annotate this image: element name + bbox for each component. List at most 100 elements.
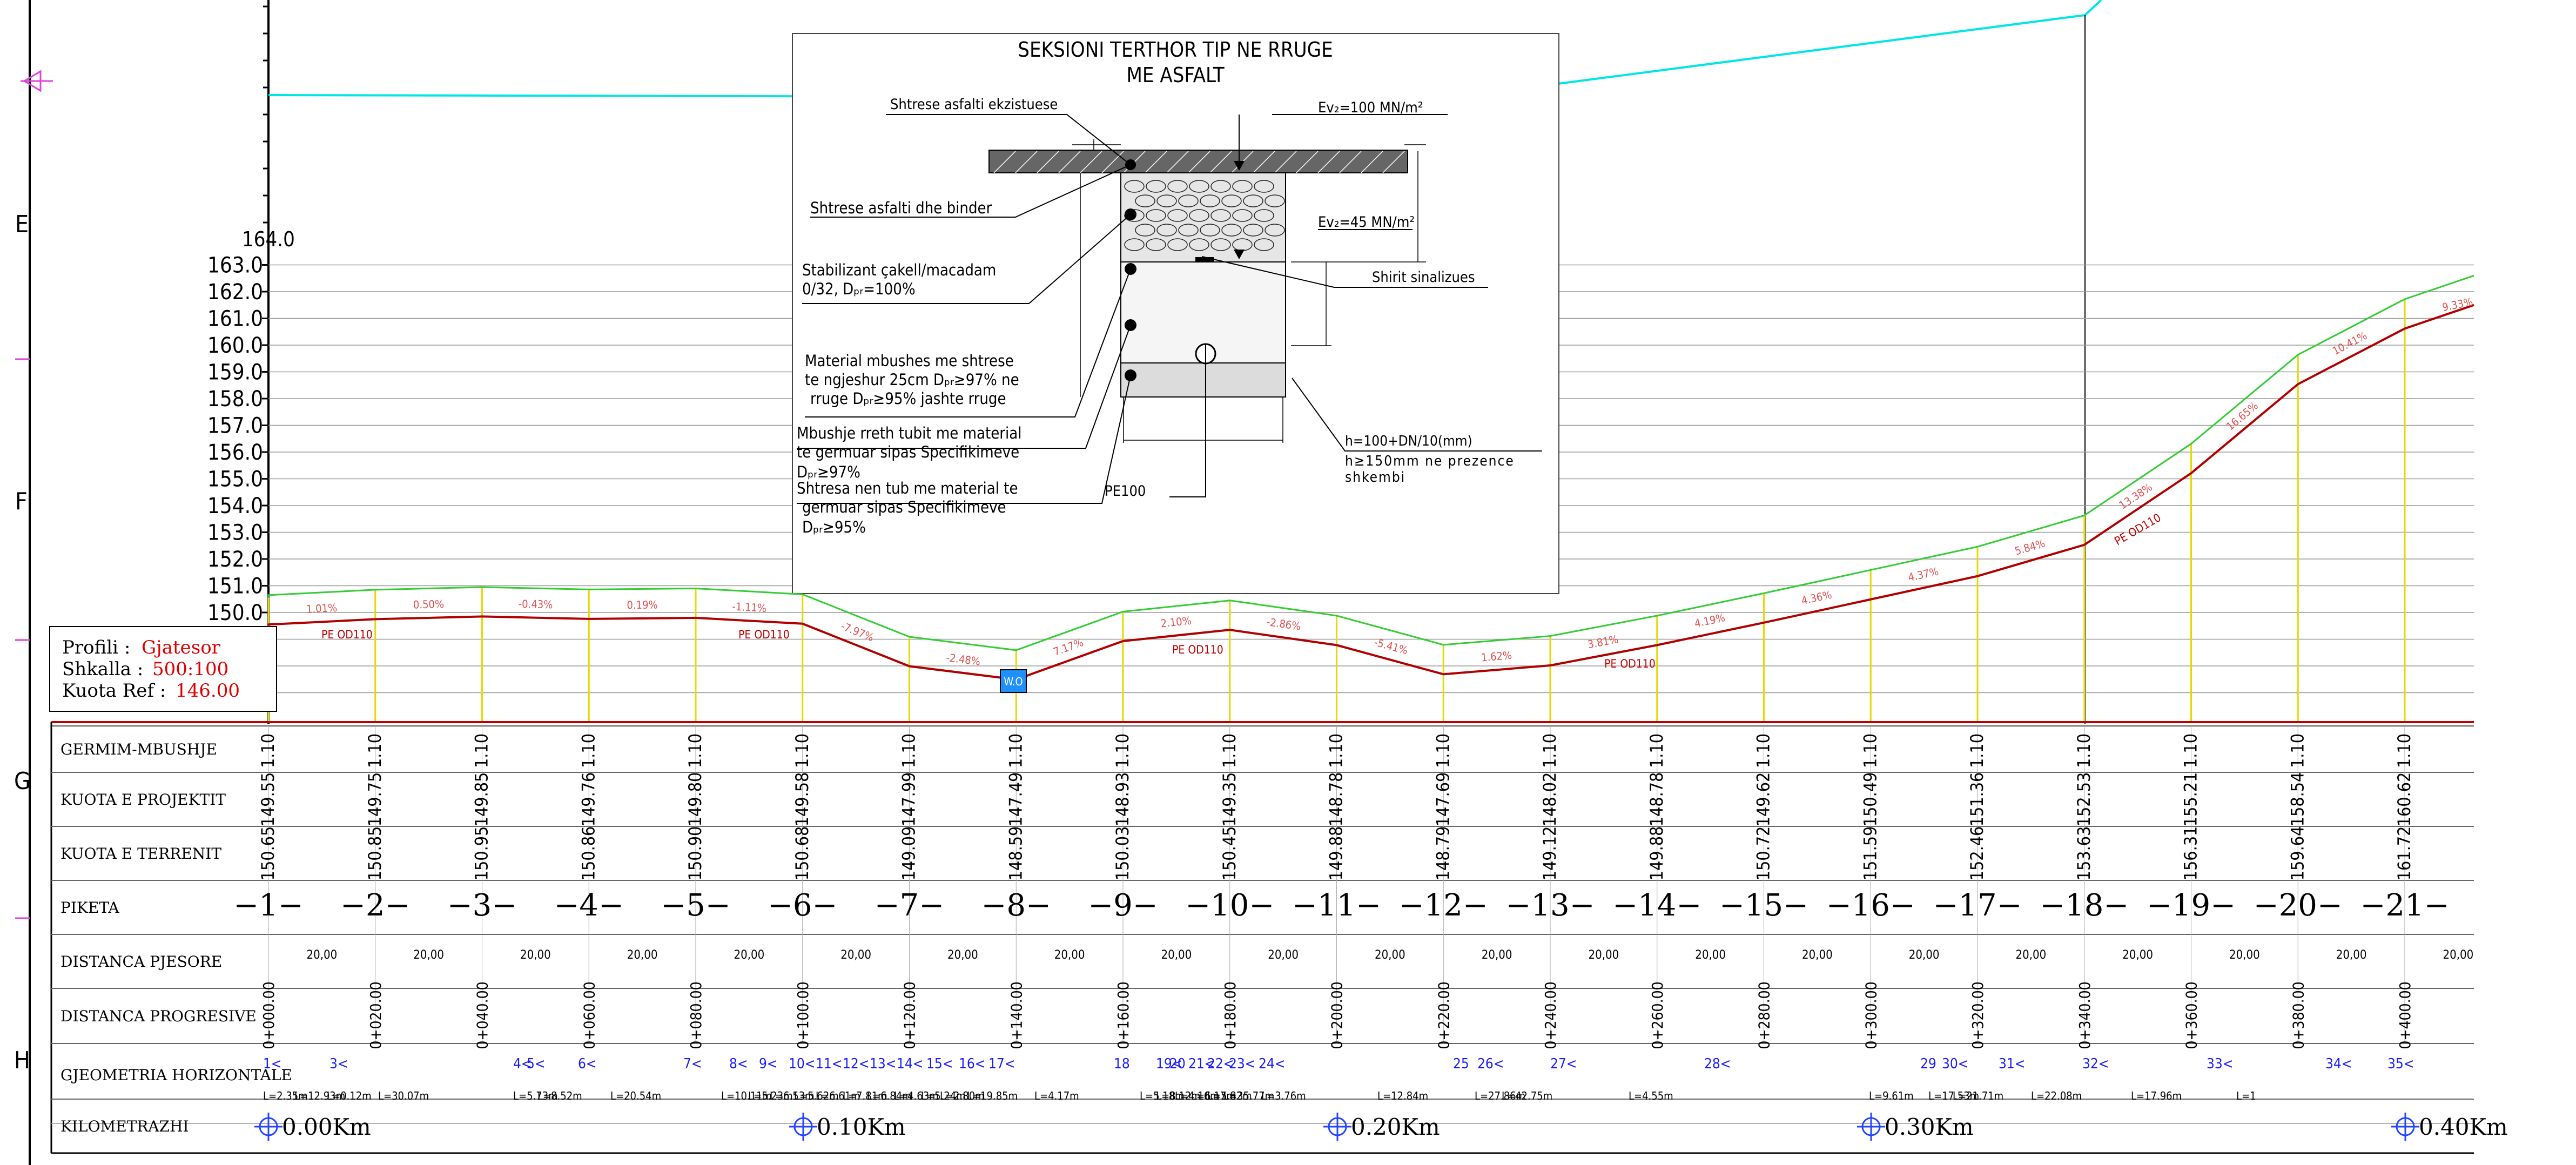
ref-label: Kuota Ref : xyxy=(62,680,166,702)
label-h-2: h≥150mm ne prezence xyxy=(1345,453,1515,469)
label-tape: Shirit sinalizues xyxy=(1372,269,1475,286)
piketa-value: −7− xyxy=(875,888,944,923)
geo-length: L=5.73m xyxy=(513,1089,558,1102)
label-asphalt-binder: Shtrese asfalti dhe binder xyxy=(810,199,992,217)
label-pipe-fill-1: Mbushje rreth tubit me material xyxy=(797,424,1021,442)
piketa-value: −20− xyxy=(2254,888,2343,923)
grade-label: 1.62% xyxy=(1481,649,1512,664)
pjesore-value: 20,00 xyxy=(1161,948,1192,962)
pjesore-value: 20,00 xyxy=(1268,948,1299,962)
germim-value: 1.10 xyxy=(1646,733,1667,768)
progresive-value: 0+360.00 xyxy=(2183,981,2201,1049)
pjesore-value: 20,00 xyxy=(1482,948,1512,962)
pjesore-value: 20,00 xyxy=(627,948,658,962)
geo-vertex: 5< xyxy=(527,1056,545,1072)
geo-vertex: 17< xyxy=(988,1056,1015,1072)
geo-length: L=12.84m xyxy=(1377,1089,1428,1102)
geo-length: L=6.17m xyxy=(1191,1089,1236,1102)
y-tick-label: 153.0 xyxy=(207,521,263,546)
terren-value: 150.95 xyxy=(472,826,492,881)
geo-vertex: 18 xyxy=(1114,1056,1130,1072)
geo-length: L=42.75m xyxy=(1502,1089,1552,1102)
km-label: 0.00Km xyxy=(282,1114,371,1140)
pjesore-value: 20,00 xyxy=(1054,948,1085,962)
border-letter-h: H xyxy=(14,1047,30,1074)
geo-length: L=8.12m xyxy=(1156,1089,1201,1102)
pipe-label: PE OD110 xyxy=(1604,657,1656,670)
geo-vertex: 33< xyxy=(2207,1056,2233,1072)
ref-value: 146.00 xyxy=(176,680,240,702)
y-tick-label: 152.0 xyxy=(207,547,263,572)
geo-vertex: 1< xyxy=(263,1056,281,1072)
progresive-value: 0+100.00 xyxy=(794,981,812,1049)
y-tick-label: 160.0 xyxy=(207,333,263,358)
germim-value: 1.10 xyxy=(792,733,812,768)
label-bedding-3: Dₚᵣ≥95% xyxy=(802,518,866,536)
km-marker: 0.00Km xyxy=(254,1113,371,1141)
terren-value: 150.72 xyxy=(1753,826,1774,881)
piketa-value: −5− xyxy=(661,888,730,923)
progresive-value: 0+020.00 xyxy=(367,981,385,1049)
wo-marker: W.O xyxy=(1000,669,1027,693)
section-title: SEKSIONI TERTHOR TIP NE RRUGE xyxy=(1018,38,1333,62)
km-label: 0.40Km xyxy=(2419,1114,2508,1140)
germim-value: 1.10 xyxy=(1326,733,1347,768)
geo-length: L=30.07m xyxy=(378,1089,429,1102)
pjesore-value: 20,00 xyxy=(1375,948,1405,962)
table-row-label: PIKETA xyxy=(60,899,119,917)
projekt-value: 149.35 xyxy=(1219,772,1240,827)
geo-vertex: 6< xyxy=(578,1056,596,1072)
label-ev-top: Ev₂=100 MN/m² xyxy=(1318,99,1423,116)
progresive-value: 0+160.00 xyxy=(1114,981,1132,1049)
piketa-value: −3− xyxy=(447,888,517,923)
terrain-line xyxy=(267,274,2474,651)
pjesore-value: 20,00 xyxy=(1909,948,1940,962)
border-letter-g: G xyxy=(14,767,31,795)
geo-length: L=8.52m xyxy=(537,1089,582,1102)
progresive-value: 0+200.00 xyxy=(1328,981,1346,1049)
terren-value: 150.86 xyxy=(578,826,598,881)
progresive-value: 0+140.00 xyxy=(1007,981,1025,1049)
germim-value: 1.10 xyxy=(1860,733,1880,768)
geo-length: L=12.93m xyxy=(294,1089,345,1102)
geo-vertex: 27< xyxy=(1550,1056,1577,1072)
geo-vertex: 8< xyxy=(729,1056,748,1072)
label-h-1: h=100+DN/10(mm) xyxy=(1345,433,1472,449)
piketa-value: −2− xyxy=(340,888,410,923)
pipe-labels: PE OD110 PE OD110 PE OD110 PE OD110 PE O… xyxy=(321,511,2163,670)
progresive-value: 0+080.00 xyxy=(687,981,705,1049)
geo-vertex: 22< xyxy=(1207,1056,1234,1072)
geo-vertex: 13< xyxy=(870,1056,896,1072)
geo-vertex: 24< xyxy=(1259,1056,1285,1072)
terren-value: 161.72 xyxy=(2394,826,2414,881)
geo-vertex: 15< xyxy=(926,1056,953,1072)
table-row-label: KUOTA E TERRENIT xyxy=(60,845,221,863)
geo-length: L=5.23m xyxy=(748,1089,793,1102)
geo-length: L=20.54m xyxy=(610,1089,661,1102)
piketa-value: −15− xyxy=(1719,888,1808,923)
projekt-value: 148.78 xyxy=(1326,772,1347,827)
geo-length: L=5.62m xyxy=(794,1089,839,1102)
geo-vertex: 16< xyxy=(959,1056,985,1072)
projekt-value: 149.55 xyxy=(258,772,278,827)
label-pipe-fill-2: te germuar sipas Specifikimeve xyxy=(797,443,1019,461)
progresive-value: 0+380.00 xyxy=(2289,981,2307,1049)
geo-vertex: 28< xyxy=(1704,1056,1731,1072)
geo-vertex: 31< xyxy=(1999,1056,2025,1072)
pjesore-value: 20,00 xyxy=(2229,948,2260,962)
piketa-value: −6− xyxy=(768,888,837,923)
projekt-value: 155.21 xyxy=(2181,772,2201,827)
germim-value: 1.10 xyxy=(1539,733,1560,768)
piketa-value: −17− xyxy=(1933,888,2022,923)
germim-value: 1.10 xyxy=(685,733,705,768)
y-tick-label: 161.0 xyxy=(207,307,263,332)
geo-vertex: 9< xyxy=(759,1056,777,1072)
label-ev-mid: Ev₂=45 MN/m² xyxy=(1318,214,1415,231)
grade-label: 0.50% xyxy=(413,597,445,611)
label-fill-2: te ngjeshur 25cm Dₚᵣ≥97% ne xyxy=(805,371,1019,389)
progresive-value: 0+260.00 xyxy=(1649,981,1666,1049)
table-row-label: GJEOMETRIA HORIZONTALE xyxy=(60,1066,292,1084)
km-marker: 0.40Km xyxy=(2391,1113,2508,1141)
progresive-value: 0+000.00 xyxy=(260,981,278,1049)
